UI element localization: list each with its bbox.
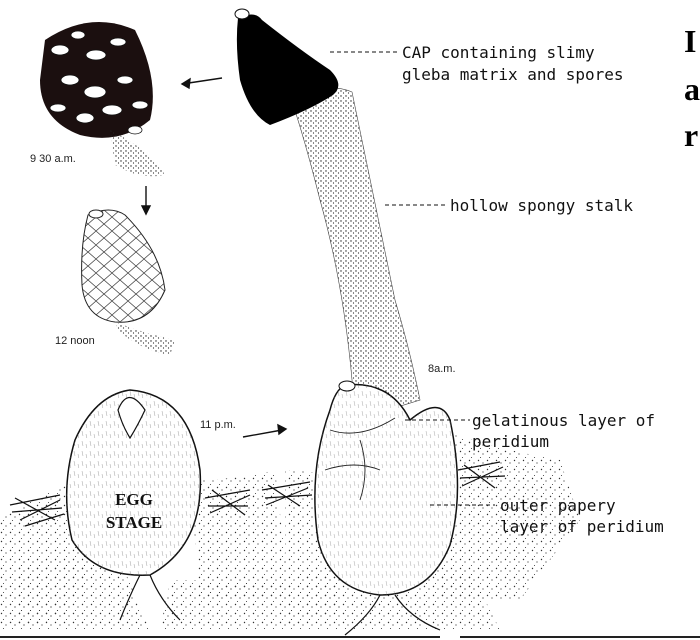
- egg-label-line2: STAGE: [106, 513, 162, 532]
- cutoff-text-2: a: [684, 71, 700, 107]
- label-outer-line2: layer of peridium: [500, 517, 664, 536]
- egg-label-line1: EGG: [115, 490, 153, 509]
- time-12-noon: 12 noon: [55, 335, 95, 347]
- time-930: 9 30 a.m.: [30, 153, 76, 165]
- cap-12-noon: [82, 210, 175, 355]
- label-outer-line1: outer papery: [500, 496, 616, 515]
- cutoff-text-1: I: [684, 23, 696, 59]
- time-11pm: 11 p.m.: [200, 419, 236, 431]
- label-cap-line1: CAP containing slimy: [402, 43, 595, 62]
- label-cap-line2: gleba matrix and spores: [402, 65, 624, 84]
- label-gel-line1: gelatinous layer of: [472, 411, 655, 430]
- cutoff-text-3: r: [684, 117, 698, 153]
- time-8am: 8a.m.: [428, 363, 456, 375]
- arrows: [142, 78, 286, 437]
- stalk: [290, 88, 420, 420]
- label-gel-line2: peridium: [472, 432, 549, 451]
- label-stalk: hollow spongy stalk: [450, 196, 633, 215]
